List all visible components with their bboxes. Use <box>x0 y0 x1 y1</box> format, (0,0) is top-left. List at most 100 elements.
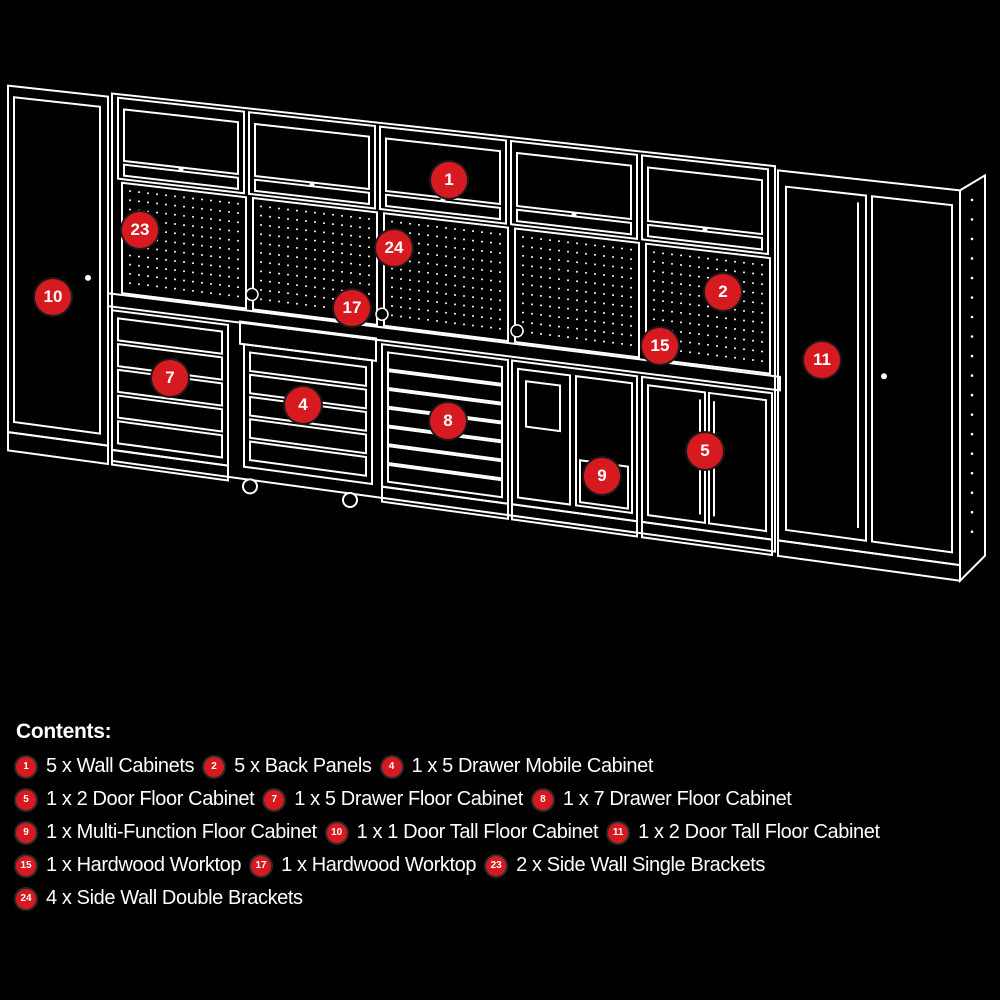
item-number-badge: 7 <box>264 789 285 810</box>
pegboard-hole <box>296 265 298 268</box>
pegboard-hole <box>445 274 447 277</box>
pegboard-hole <box>260 251 262 254</box>
pegboard-hole <box>576 289 578 292</box>
pegboard-hole <box>585 243 587 246</box>
side-panel-hole <box>970 335 974 338</box>
pegboard-hole <box>314 230 316 233</box>
pegboard-hole <box>531 331 533 334</box>
pegboard-hole <box>436 244 438 247</box>
pegboard-hole <box>269 234 271 237</box>
pegboard-hole <box>549 277 551 280</box>
pegboard-hole <box>725 259 727 262</box>
pegboard-hole <box>210 199 212 202</box>
pegboard-hole <box>314 211 316 214</box>
open-shelf <box>575 375 633 515</box>
pegboard-hole <box>314 221 316 224</box>
pegboard-hole <box>576 308 578 311</box>
pegboard-hole <box>522 283 524 286</box>
pegboard-hole <box>653 308 655 311</box>
pegboard-hole <box>368 283 370 286</box>
pegboard-hole <box>228 257 230 260</box>
pegboard-hole <box>689 341 691 344</box>
pegboard-hole <box>260 279 262 282</box>
wall-cabinet-lip <box>647 223 763 251</box>
pegboard-hole <box>165 258 167 261</box>
pegboard-hole <box>585 300 587 303</box>
item-number-badge: 2 <box>204 756 225 777</box>
handle <box>178 166 184 172</box>
callout-15: 15 <box>642 328 678 364</box>
pegboard-hole <box>725 355 727 358</box>
item-label: 4 x Side Wall Double Brackets <box>46 887 303 909</box>
pegboard-hole <box>463 238 465 241</box>
item-label: 5 x Back Panels <box>234 755 372 777</box>
pegboard-hole <box>689 312 691 315</box>
pegboard-hole <box>391 267 393 270</box>
pegboard-hole <box>445 302 447 305</box>
pegboard-hole <box>183 205 185 208</box>
pegboard-hole <box>463 229 465 232</box>
pegboard-hole <box>540 294 542 297</box>
pegboard-hole <box>698 352 700 355</box>
pegboard-hole <box>228 294 230 297</box>
item-label: 1 x 7 Drawer Floor Cabinet <box>562 788 792 810</box>
side-panel-hole <box>970 432 974 436</box>
handle <box>85 274 91 281</box>
side-panel-hole <box>970 413 974 416</box>
pegboard-hole <box>761 350 763 353</box>
pegboard-hole <box>201 244 203 247</box>
pegboard-hole <box>332 297 334 300</box>
pegboard-hole <box>612 265 614 268</box>
pegboard-hole <box>129 254 131 257</box>
pegboard-hole <box>752 349 754 352</box>
pegboard-hole <box>716 325 718 328</box>
item-label: 5 x Wall Cabinets <box>46 755 195 777</box>
pegboard-hole <box>332 260 334 263</box>
pegboard-hole <box>269 280 271 283</box>
pegboard-hole <box>287 273 289 276</box>
pegboard-hole <box>138 264 140 267</box>
drawer <box>249 418 367 455</box>
pegboard-hole <box>269 252 271 255</box>
pegboard-hole <box>698 304 700 307</box>
pegboard-hole <box>418 261 420 264</box>
pegboard-hole <box>418 317 420 320</box>
wall-cabinet-door <box>647 166 763 236</box>
mobile-cabinet-top <box>239 320 377 363</box>
pegboard-hole <box>445 264 447 267</box>
plinth <box>777 539 961 582</box>
pegboard-hole <box>707 353 709 356</box>
pegboard-hole <box>662 271 664 274</box>
pegboard-hole <box>219 219 221 222</box>
pegboard-hole <box>219 256 221 259</box>
pegboard-hole <box>445 321 447 324</box>
pegboard-hole <box>612 313 614 316</box>
cabinet-door-left <box>785 185 867 542</box>
pegboard-hole <box>418 289 420 292</box>
pegboard-hole <box>427 271 429 274</box>
pegboard-hole <box>418 252 420 255</box>
pegboard-hole <box>630 324 632 327</box>
pegboard-hole <box>567 260 569 263</box>
pegboard-hole <box>323 250 325 253</box>
pegboard-hole <box>531 322 533 325</box>
pegboard-hole <box>540 275 542 278</box>
pegboard-hole <box>481 316 483 319</box>
pegboard-hole <box>612 246 614 249</box>
pegboard-hole <box>341 242 343 245</box>
pegboard-hole <box>287 264 289 267</box>
callout-11: 11 <box>804 342 840 378</box>
pegboard-hole <box>418 242 420 245</box>
pegboard-hole <box>219 293 221 296</box>
pegboard-hole <box>499 242 501 245</box>
pegboard-hole <box>698 266 700 269</box>
pegboard-hole <box>314 239 316 242</box>
pegboard-hole <box>576 242 578 245</box>
pegboard-hole <box>192 262 194 265</box>
pegboard-hole <box>183 261 185 264</box>
pegboard-hole <box>522 273 524 276</box>
